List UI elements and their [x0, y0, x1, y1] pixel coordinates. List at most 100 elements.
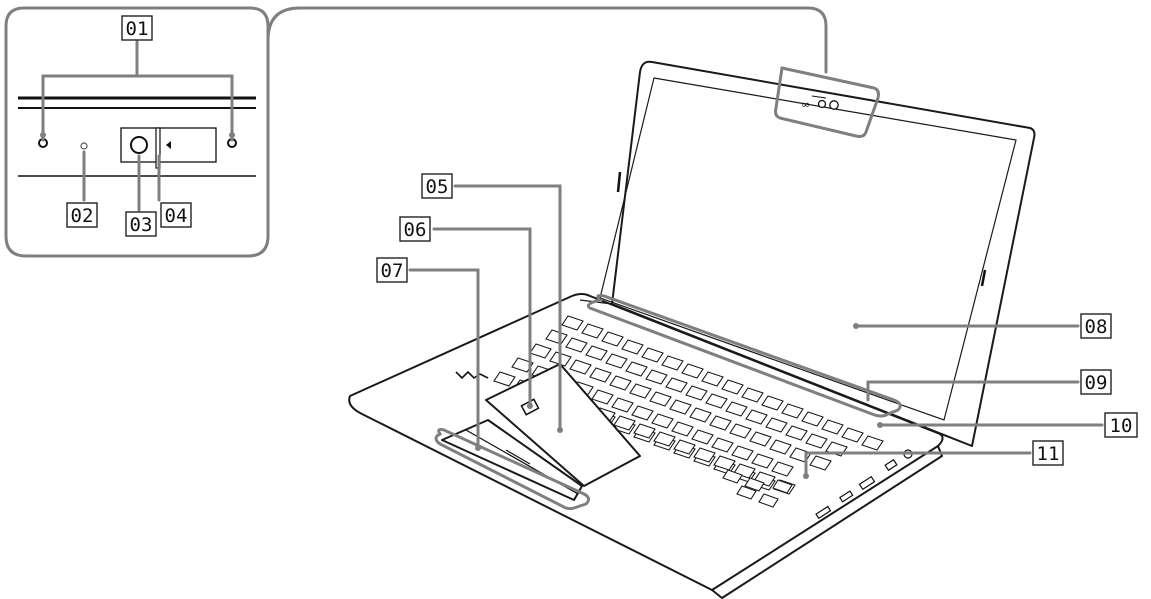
keyboard-key: [585, 345, 608, 361]
shutter-arrow-icon: [166, 141, 171, 149]
svg-text:05: 05: [426, 176, 449, 198]
keyboard-key: [809, 455, 832, 471]
touchpad: [485, 363, 641, 487]
keyboard-key: [609, 375, 632, 391]
keyboard-key: [841, 427, 864, 443]
light-sensor-icon: [80, 142, 88, 150]
keyboard-key: [821, 419, 844, 435]
keyboard-key: [709, 415, 732, 431]
keyboard-key: [805, 433, 828, 449]
laptop-screen: [599, 77, 1017, 421]
keyboard-key: [641, 347, 664, 363]
keyboard-key: [589, 367, 612, 383]
callout-01: 01: [121, 15, 153, 41]
svg-text:06: 06: [404, 219, 427, 241]
keyboard-key: [565, 337, 588, 353]
callout-04: 04: [160, 202, 192, 228]
keyboard-key: [729, 423, 752, 439]
svg-text:03: 03: [130, 214, 153, 236]
svg-text:04: 04: [165, 205, 188, 227]
keyboard-key: [621, 339, 644, 355]
keyboard-key: [861, 435, 884, 451]
keyboard-key: [701, 371, 724, 387]
keyboard-key: [661, 355, 684, 371]
laptop-base-edge: [711, 445, 943, 599]
keyboard-key: [673, 439, 696, 455]
keyboard-key: [625, 361, 648, 377]
keyboard-key: [569, 359, 592, 375]
lid-light-sensor-icon: [817, 99, 827, 109]
svg-text:08: 08: [1085, 316, 1108, 338]
arrow-key: [736, 485, 757, 500]
arrow-key: [772, 479, 793, 494]
keyboard-key: [705, 393, 728, 409]
callout-09: 09: [1080, 369, 1112, 395]
leader-06: [432, 227, 532, 408]
keyboard-key: [741, 387, 764, 403]
callout-07: 07: [376, 257, 408, 283]
brand-logo-mark: [455, 370, 489, 380]
keyboard-key: [731, 445, 754, 461]
keyboard-key: [745, 409, 768, 425]
keyboard-key: [529, 343, 552, 359]
keyboard-key: [761, 395, 784, 411]
keyboard-key: [671, 421, 694, 437]
side-ports: [815, 449, 913, 520]
keyboard-key: [681, 363, 704, 379]
leader-09: [866, 380, 1080, 402]
keyboard-key: [665, 377, 688, 393]
keyboard-key: [689, 407, 712, 423]
svg-text:01: 01: [126, 18, 149, 40]
keyboard-key: [613, 415, 636, 431]
callout-02: 02: [66, 202, 98, 228]
keyboard-key: [765, 417, 788, 433]
arrow-key: [722, 469, 743, 484]
leader-11: [804, 451, 1032, 478]
leader-05: [453, 184, 562, 432]
keyboard-key: [611, 397, 634, 413]
arrow-key: [744, 477, 765, 492]
callout-03: 03: [125, 211, 157, 237]
svg-text:09: 09: [1085, 372, 1108, 394]
keyboard-key: [781, 403, 804, 419]
keyboard-key: [651, 413, 674, 429]
svg-text:10: 10: [1110, 415, 1133, 437]
svg-text:11: 11: [1037, 443, 1060, 465]
keyboard-key: [645, 369, 668, 385]
callout-06: 06: [399, 216, 431, 242]
keyboard-key: [721, 379, 744, 395]
keyboard-key: [725, 401, 748, 417]
keyboard-key: [601, 331, 624, 347]
arrow-key: [758, 493, 779, 508]
keyboard-key: [749, 431, 772, 447]
keyboard-key: [591, 389, 614, 405]
camera-lens-icon: [130, 136, 148, 154]
inset-panel: [4, 6, 828, 258]
keyboard-key: [629, 383, 652, 399]
callout-10: 10: [1104, 412, 1138, 438]
keyboard-key: [685, 385, 708, 401]
highlight-camera-area: [774, 66, 880, 138]
keyboard-key: [581, 323, 604, 339]
keyboard-key: [653, 431, 676, 447]
keyboard-key: [693, 447, 716, 463]
callout-11: 11: [1032, 440, 1064, 466]
svg-text:07: 07: [381, 260, 404, 282]
keyboard-key: [771, 461, 794, 477]
keyboard-key: [511, 357, 534, 373]
callout-05: 05: [421, 173, 453, 199]
lid-camera-icon: [829, 100, 839, 110]
keyboard-key: [631, 405, 654, 421]
keyboard-key: [561, 315, 584, 331]
keyboard-key: [493, 371, 516, 387]
keyboard-key: [801, 411, 824, 427]
keyboard-key: [649, 391, 672, 407]
keyboard-key: [605, 353, 628, 369]
keyboard-key: [785, 425, 808, 441]
svg-text:∞: ∞: [801, 98, 810, 111]
keyboard-key: [633, 423, 656, 439]
svg-text:02: 02: [71, 205, 94, 227]
keyboard-key: [769, 439, 792, 455]
highlight-touchpad-buttons: [434, 428, 591, 511]
